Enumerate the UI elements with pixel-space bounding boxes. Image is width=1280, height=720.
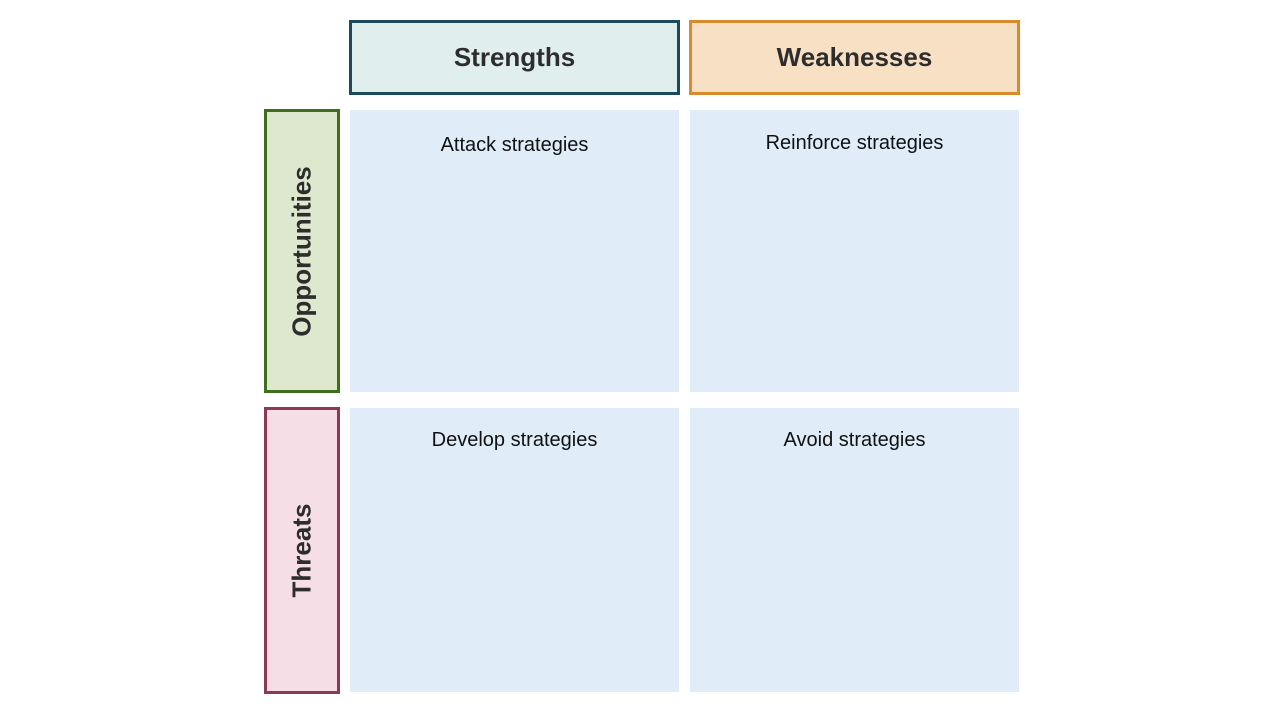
attack-strategies-label: Attack strategies — [440, 134, 589, 156]
develop-strategies-label: Develop strategies — [431, 429, 598, 451]
weaknesses-header: Weaknesses — [689, 20, 1020, 95]
avoid-strategies-label: Avoid strategies — [783, 429, 926, 451]
develop-strategies-cell: Develop strategies — [350, 408, 679, 692]
opportunities-header: Opportunities — [264, 109, 340, 393]
strengths-header-label: Strengths — [453, 42, 576, 72]
strengths-header: Strengths — [349, 20, 680, 95]
reinforce-strategies-label: Reinforce strategies — [765, 132, 944, 154]
opportunities-header-label: Opportunities — [286, 165, 317, 337]
avoid-strategies-cell: Avoid strategies — [690, 408, 1019, 692]
attack-strategies-cell: Attack strategies — [350, 110, 679, 392]
threats-header: Threats — [264, 407, 340, 694]
threats-header-label: Threats — [286, 503, 317, 598]
weaknesses-header-label: Weaknesses — [776, 42, 933, 72]
reinforce-strategies-cell: Reinforce strategies — [690, 110, 1019, 392]
